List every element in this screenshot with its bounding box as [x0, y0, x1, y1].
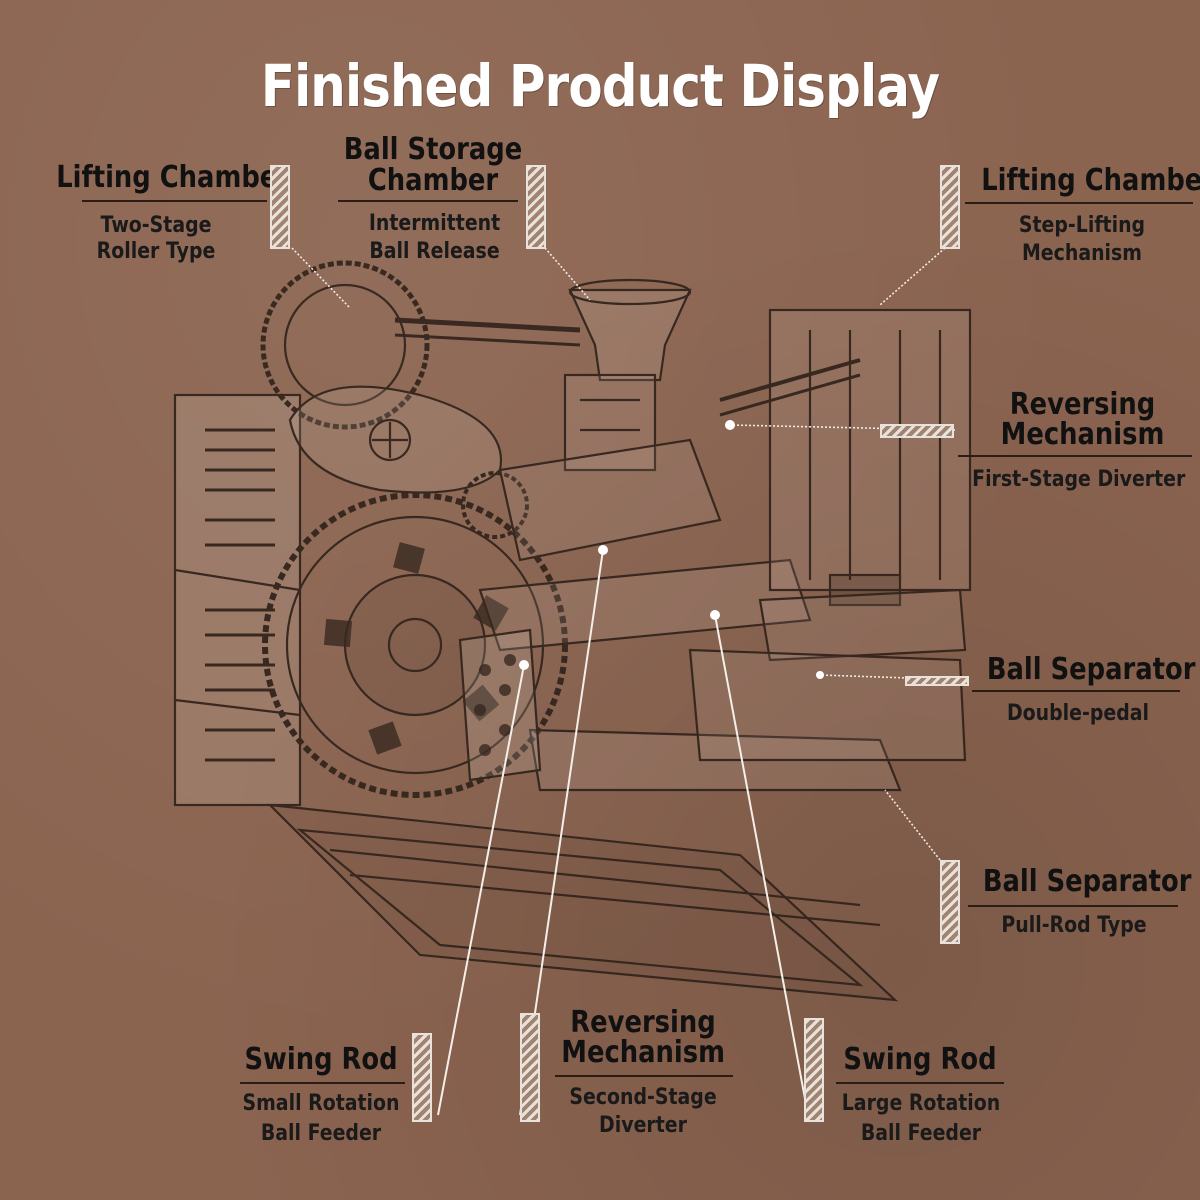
label-divider: [240, 1082, 405, 1084]
label-heading-swing-rod-large: Swing Rod: [843, 1042, 997, 1077]
label-heading-mechanism: Mechanism: [1000, 417, 1165, 452]
callout-hatch-marker: [526, 165, 546, 249]
callout-hatch-marker: [520, 1013, 540, 1122]
label-subtitle-small-rotation: Small Rotation: [242, 1091, 400, 1116]
callout-hatch-marker: [905, 676, 969, 686]
label-subtitle-pull-rod-type: Pull-Rod Type: [1001, 913, 1147, 938]
label-heading-lifting-chamber-left: Lifting Chamber: [56, 160, 291, 195]
callout-hatch-marker: [270, 165, 290, 249]
label-heading-swing-rod-small: Swing Rod: [244, 1042, 398, 1077]
label-subtitle-double-pedal: Double-pedal: [1006, 701, 1150, 726]
label-divider: [958, 455, 1192, 457]
label-subtitle-intermittent: Intermittent: [368, 211, 501, 236]
label-subtitle-roller-type: Roller Type: [96, 239, 216, 264]
callout-hatch-marker: [940, 165, 960, 249]
label-divider: [968, 905, 1178, 907]
label-heading-ball-separator-lower: Ball Separator: [982, 864, 1192, 899]
label-subtitle-mechanism: Mechanism: [1021, 241, 1143, 266]
label-divider: [836, 1082, 1004, 1084]
label-heading-ball-separator-upper: Ball Separator: [986, 652, 1196, 687]
label-divider: [555, 1075, 733, 1077]
label-divider: [338, 200, 518, 202]
page-title: Finished Product Display: [260, 52, 940, 120]
label-subtitle-two-stage: Two-Stage: [100, 213, 212, 238]
callout-hatch-marker: [880, 424, 954, 438]
label-subtitle-second-stage: Second-Stage: [569, 1085, 717, 1110]
label-heading-reversing-lower: Reversing: [570, 1005, 716, 1040]
callout-hatch-marker: [412, 1033, 432, 1122]
label-subtitle-ball-feeder-small: Ball Feeder: [260, 1121, 382, 1146]
label-subtitle-large-rotation: Large Rotation: [841, 1091, 1001, 1116]
label-divider: [965, 202, 1193, 204]
label-heading-ball-storage: Ball Storage: [343, 132, 523, 167]
label-subtitle-diverter: Diverter: [599, 1113, 687, 1138]
label-heading-chamber: Chamber: [367, 163, 499, 198]
label-divider: [82, 200, 267, 202]
label-divider: [972, 690, 1180, 692]
callout-hatch-marker: [804, 1018, 824, 1122]
label-subtitle-step-lifting: Step-Lifting: [1018, 213, 1146, 238]
label-subtitle-first-stage-diverter: First-Stage Diverter: [972, 467, 1186, 492]
label-subtitle-ball-release: Ball Release: [369, 239, 500, 264]
label-heading-reversing: Reversing: [1009, 387, 1156, 422]
label-subtitle-ball-feeder-large: Ball Feeder: [860, 1121, 982, 1146]
label-heading-mechanism-lower: Mechanism: [561, 1035, 725, 1070]
callout-hatch-marker: [940, 860, 960, 944]
label-heading-lifting-chamber-right: Lifting Chamber: [981, 163, 1200, 198]
